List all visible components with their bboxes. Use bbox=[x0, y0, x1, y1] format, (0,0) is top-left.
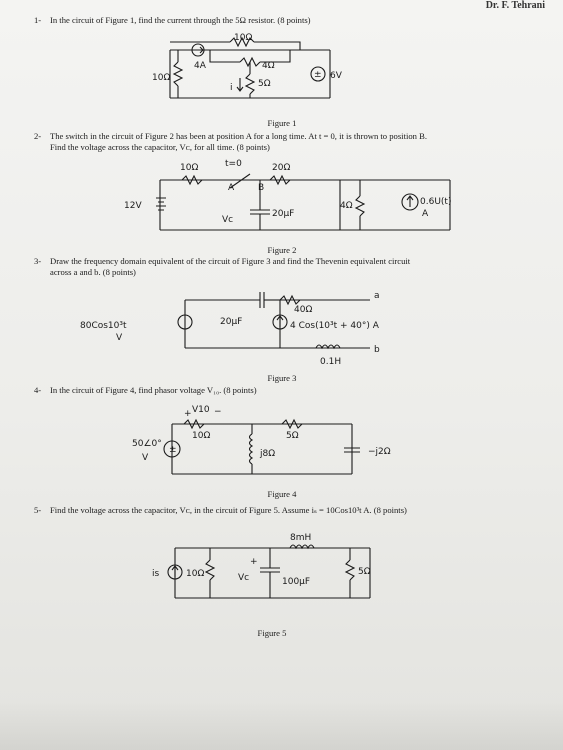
label-vs: 50∠0° bbox=[132, 439, 162, 449]
label-v10: V10 bbox=[192, 405, 210, 415]
svg-text:±: ± bbox=[314, 70, 322, 80]
figure-3-caption: Figure 3 bbox=[267, 373, 297, 383]
label-dep: 0.6U(t) bbox=[420, 197, 451, 207]
question-text: Draw the frequency domain equivalent of … bbox=[50, 256, 411, 266]
label-vs: 12V bbox=[124, 201, 142, 211]
label-cap: −j2Ω bbox=[368, 447, 391, 457]
label-r-left: 10Ω bbox=[152, 73, 170, 83]
figure-1-caption: Figure 1 bbox=[267, 118, 297, 128]
question-number: 5- bbox=[34, 505, 42, 515]
label-r10: 10Ω bbox=[192, 431, 210, 441]
label-minus: − bbox=[214, 407, 222, 417]
figure-4-caption: Figure 4 bbox=[267, 489, 297, 499]
label-cap: 20μF bbox=[272, 209, 294, 219]
figure-5-circuit: is 10Ω + Vc 100μF 8mH 5Ω bbox=[152, 533, 371, 599]
question-3: 3- Draw the frequency domain equivalent o… bbox=[34, 256, 410, 278]
label-a: a bbox=[374, 291, 380, 301]
svg-text:±: ± bbox=[169, 445, 177, 455]
label-ind: j8Ω bbox=[259, 449, 275, 459]
label-vc: Vc bbox=[222, 215, 233, 225]
figure-4-circuit: ± + V10 − 10Ω 5Ω 50∠0° V j8Ω −j2Ω bbox=[132, 405, 391, 475]
label-r-5: 5Ω bbox=[258, 79, 271, 89]
label-plus: + bbox=[184, 409, 192, 419]
label-is: is bbox=[152, 569, 160, 579]
label-vs-unit: V bbox=[116, 333, 123, 343]
question-number: 2- bbox=[34, 131, 42, 141]
label-ind: 8mH bbox=[290, 533, 311, 543]
label-dep-unit: A bbox=[422, 209, 429, 219]
label-vs: 80Cos10³t bbox=[80, 321, 127, 331]
question-text: In the circuit of Figure 4, find phasor … bbox=[50, 385, 257, 395]
label-src-i: 4A bbox=[194, 61, 207, 71]
figure-2-circuit: 10Ω t=0 20Ω A B 12V Vc 20μF 4Ω 0.6U(t) A bbox=[124, 159, 451, 231]
svg-text:+: + bbox=[250, 557, 258, 567]
label-cap: 20μF bbox=[220, 317, 242, 327]
question-1: 1- In the circuit of Figure 1, find the c… bbox=[34, 15, 311, 26]
figure-3-circuit: 80Cos10³t V 20μF 40Ω a 4 Cos(10³t + 40°)… bbox=[80, 291, 380, 367]
label-cap: 100μF bbox=[282, 577, 310, 587]
label-is: 4 Cos(10³t + 40°) A bbox=[290, 321, 380, 331]
label-pos-b: B bbox=[258, 183, 264, 193]
question-number: 1- bbox=[34, 15, 42, 25]
label-cur: i bbox=[230, 83, 233, 93]
label-r3: 4Ω bbox=[340, 201, 353, 211]
question-number: 4- bbox=[34, 385, 42, 395]
label-src-v: 6V bbox=[330, 71, 343, 81]
label-vs-unit: V bbox=[142, 453, 149, 463]
question-4: 4- In the circuit of Figure 4, find phaso… bbox=[34, 385, 257, 396]
figure-1-circuit: ± 10Ω 4Ω 4A 10Ω i 5Ω 6V bbox=[152, 33, 343, 99]
figure-5-caption: Figure 5 bbox=[257, 628, 287, 638]
question-number: 3- bbox=[34, 256, 42, 266]
label-t0: t=0 bbox=[225, 159, 242, 169]
question-text: The switch in the circuit of Figure 2 ha… bbox=[50, 131, 427, 141]
question-text-cont: Find the voltage across the capacitor, V… bbox=[50, 142, 270, 152]
question-text: Find the voltage across the capacitor, V… bbox=[50, 505, 407, 515]
label-r5: 5Ω bbox=[286, 431, 299, 441]
question-text-cont: across a and b. (8 points) bbox=[50, 267, 136, 277]
label-r2: 20Ω bbox=[272, 163, 290, 173]
label-pos-a: A bbox=[228, 183, 235, 193]
label-r1: 10Ω bbox=[180, 163, 198, 173]
page-shadow bbox=[0, 700, 563, 750]
question-text: In the circuit of Figure 1, find the cur… bbox=[50, 15, 311, 25]
label-b: b bbox=[374, 345, 380, 355]
label-r10: 10Ω bbox=[186, 569, 204, 579]
label-r: 40Ω bbox=[294, 305, 312, 315]
label-r5: 5Ω bbox=[358, 567, 371, 577]
label-vc: Vc bbox=[238, 573, 249, 583]
question-2: 2- The switch in the circuit of Figure 2 … bbox=[34, 131, 427, 153]
page-header: Dr. F. Tehrani bbox=[485, 0, 545, 11]
question-5: 5- Find the voltage across the capacitor,… bbox=[34, 505, 407, 516]
label-r-mid: 4Ω bbox=[262, 61, 275, 71]
label-ind: 0.1H bbox=[320, 357, 341, 367]
figure-2-caption: Figure 2 bbox=[267, 245, 297, 255]
label-r-top: 10Ω bbox=[234, 33, 252, 43]
